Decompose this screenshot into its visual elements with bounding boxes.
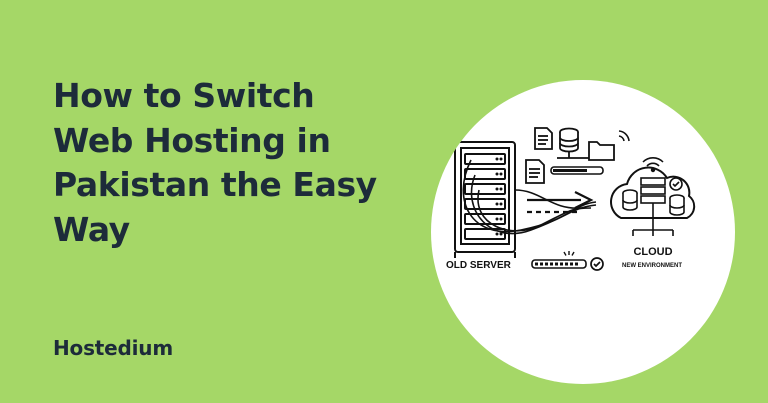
cloud-server-icon [632,177,674,236]
wifi-icon [618,130,630,142]
illustration-circle: OLD SERVER CLOUD NEW ENVIRONMENT [431,80,735,384]
cloud-label: CLOUD [633,246,672,258]
server-leds [495,157,503,236]
progress-bar-bottom [531,259,587,269]
cloud-database-right [669,194,685,216]
headline: How to Switch Web Hosting in Pakistan th… [53,74,393,252]
new-environment-label: NEW ENVIRONMENT [622,263,682,269]
arrow-right-icon [527,191,594,214]
document-icon [534,127,553,150]
headline-line-1: How to Switch [53,76,315,115]
progress-bar-top [550,166,604,175]
checkmark-icon [590,257,604,271]
database-icon [557,127,589,159]
spinner-icon [563,251,575,256]
cloud-checkmark-icon [669,177,683,191]
headline-line-2: Web Hosting in [53,120,331,160]
document-icon-2 [525,159,545,184]
brand-name: Hostedium [53,336,173,360]
headline-line-3: Pakistan the Easy [53,165,377,204]
migration-illustration: OLD SERVER CLOUD NEW ENVIRONMENT [446,127,696,271]
old-server-label: OLD SERVER [446,260,512,271]
cloud-wifi-icon [642,157,664,173]
headline-line-4: Way [53,209,130,249]
folder-icon [588,141,615,161]
cloud-database-left [622,189,638,211]
